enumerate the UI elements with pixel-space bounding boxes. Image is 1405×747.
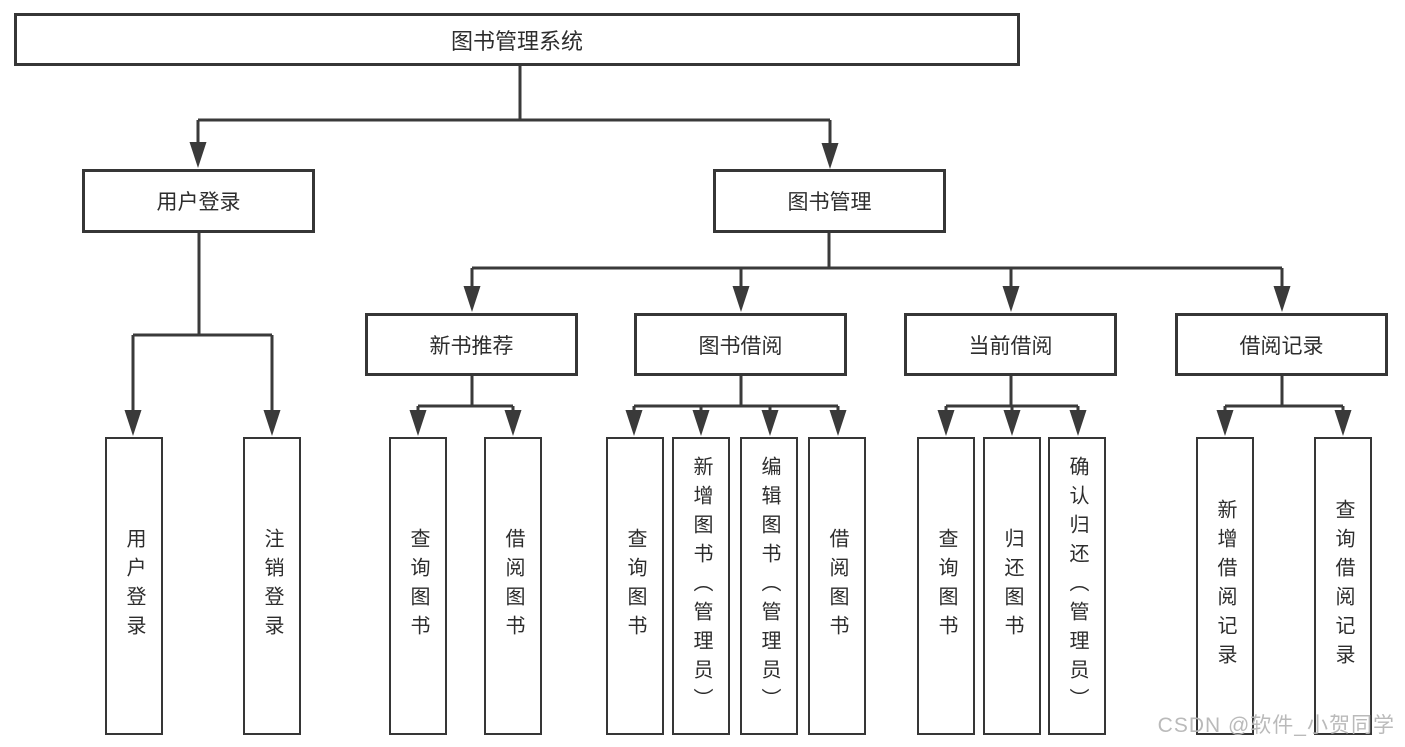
leaf-logout: 注销登录 [243, 437, 301, 735]
leaf-borrow-books-recommend: 借阅图书 [484, 437, 542, 735]
leaf-confirm-return-admin: 确认归还（管理员） [1048, 437, 1106, 735]
leaf-query-books-current: 查询图书 [917, 437, 975, 735]
node-book-borrow: 图书借阅 [634, 313, 847, 376]
node-library-system: 图书管理系统 [14, 13, 1020, 66]
node-borrow-records: 借阅记录 [1175, 313, 1388, 376]
leaf-return-book: 归还图书 [983, 437, 1041, 735]
leaf-add-book-admin: 新增图书（管理员） [672, 437, 730, 735]
node-book-management: 图书管理 [713, 169, 946, 233]
leaf-query-borrow-record: 查询借阅记录 [1314, 437, 1372, 735]
node-current-borrow: 当前借阅 [904, 313, 1117, 376]
node-user-login: 用户登录 [82, 169, 315, 233]
leaf-query-books-recommend: 查询图书 [389, 437, 447, 735]
watermark: CSDN @软件_小贺同学 [1157, 714, 1395, 737]
node-new-book-recommend: 新书推荐 [365, 313, 578, 376]
leaf-query-books-borrow: 查询图书 [606, 437, 664, 735]
leaf-borrow-books: 借阅图书 [808, 437, 866, 735]
leaf-user-login: 用户登录 [105, 437, 163, 735]
leaf-edit-book-admin: 编辑图书（管理员） [740, 437, 798, 735]
leaf-add-borrow-record: 新增借阅记录 [1196, 437, 1254, 735]
